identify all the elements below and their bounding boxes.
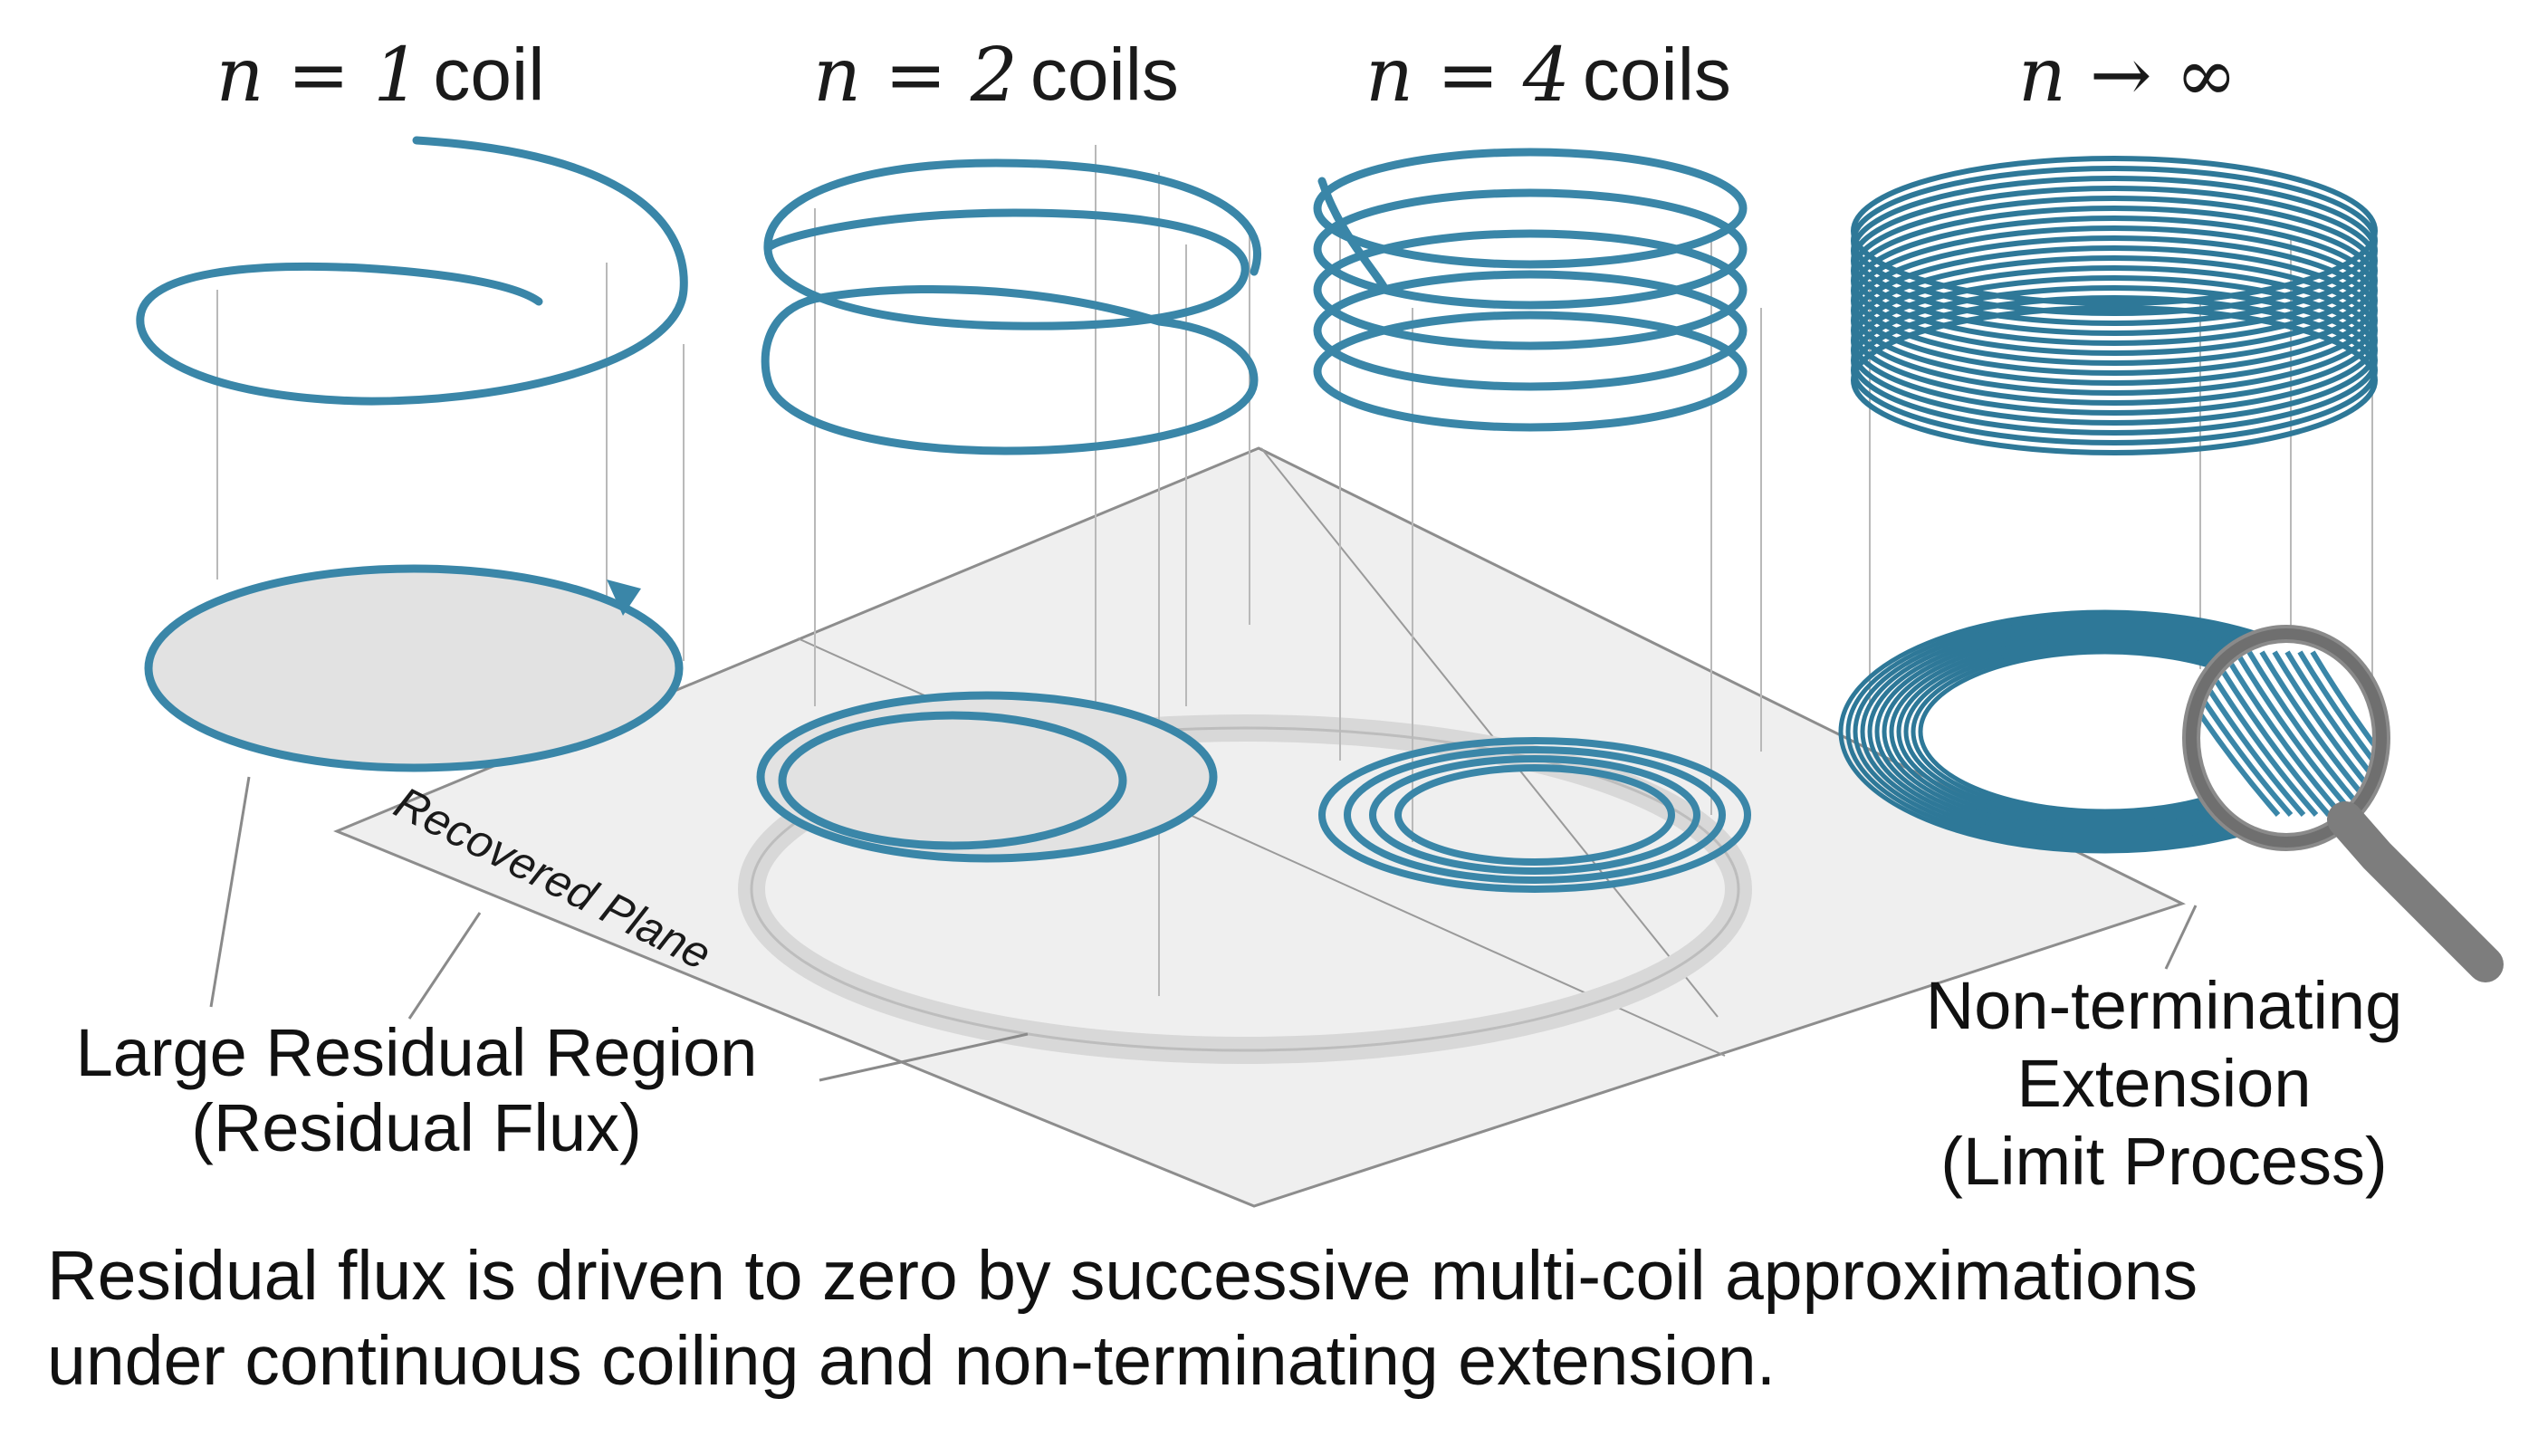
caption: Residual flux is driven to zero by succe… — [47, 1233, 2492, 1403]
direction-arrow-icon — [607, 580, 641, 616]
limit-process-label: Non-terminating Extension (Limit Process… — [1865, 967, 2463, 1201]
magnifier-coil-detail — [2246, 650, 2370, 817]
magnifier-coil-detail — [2200, 650, 2306, 817]
leader-residual-1 — [209, 776, 251, 1008]
coil-ninf-loop — [1851, 305, 2378, 455]
magnifier-rim — [2186, 628, 2387, 848]
limit-process-line2: Extension — [2016, 1046, 2312, 1121]
header-ninf-math: n → ∞ — [2018, 32, 2237, 119]
magnifier-coil-detail — [2234, 650, 2357, 817]
label-leader-lines — [209, 776, 2198, 1082]
header-ninf: n → ∞ — [1874, 25, 2381, 125]
magnifier-icon — [2182, 625, 2504, 982]
header-n1-math: n = 1 — [215, 32, 421, 119]
magnifier-coil-detail — [2200, 650, 2294, 817]
coil-n4-tail — [1317, 177, 1390, 294]
residual-region-label: Large Residual Region (Residual Flux) — [18, 1015, 815, 1166]
residual-region-line1: Large Residual Region — [75, 1015, 758, 1090]
coil-n4-loop — [1313, 188, 1748, 310]
limit-process-line3: (Limit Process) — [1940, 1124, 2388, 1199]
coil-n4-loop — [1313, 311, 1748, 432]
header-n1: n = 1 coil — [145, 25, 616, 125]
magnifier-coil-detail — [2221, 650, 2344, 817]
limit-process-line1: Non-terminating — [1925, 968, 2403, 1043]
coil-n4-projection — [1318, 737, 1751, 893]
header-n1-word: coil — [433, 34, 545, 116]
leader-residual-3 — [819, 1032, 1029, 1082]
magnifier-coil-detail — [2310, 650, 2372, 817]
plane-ring-edge — [750, 726, 1740, 1052]
coil-n4-loop — [1313, 270, 1748, 391]
coil-n4-projection — [1344, 746, 1726, 884]
residual-disc — [144, 564, 684, 772]
caption-line1: Residual flux is driven to zero by succe… — [47, 1237, 2198, 1315]
header-n4: n = 4 coils — [1295, 25, 1802, 125]
coil-n1 — [136, 136, 688, 406]
magnifier-coil-detail — [2272, 650, 2372, 817]
coil-n4-loop — [1313, 148, 1748, 269]
residual-region-line2: (Residual Flux) — [191, 1089, 642, 1165]
magnifier-coil-detail — [2200, 650, 2281, 817]
coil-n4-projection — [1369, 755, 1700, 875]
leader-limit — [2164, 905, 2198, 970]
coil-n2-lower — [761, 285, 1259, 455]
magnifier-coil-detail — [2208, 650, 2332, 817]
plane-grid-line — [1260, 447, 1719, 1018]
coil-stacks — [136, 136, 2378, 455]
header-n2-word: coils — [1030, 34, 1179, 116]
coil-n4-loop — [1313, 229, 1748, 350]
coil-n2-upper — [763, 158, 1261, 330]
coil-n2-projection-inner — [778, 711, 1127, 850]
leader-residual-2 — [407, 912, 482, 1020]
magnifier-coil-detail — [2284, 650, 2372, 817]
caption-line2: under continuous coiling and non-termina… — [47, 1322, 1777, 1400]
header-n2: n = 2 coils — [742, 25, 1250, 125]
magnifier-handle — [2327, 801, 2504, 982]
header-n4-word: coils — [1582, 34, 1731, 116]
header-n2-math: n = 2 — [813, 32, 1018, 119]
coil-n4-projection — [1394, 764, 1675, 866]
magnifier-coil-detail — [2297, 650, 2372, 817]
header-n4-math: n = 4 — [1365, 32, 1570, 119]
